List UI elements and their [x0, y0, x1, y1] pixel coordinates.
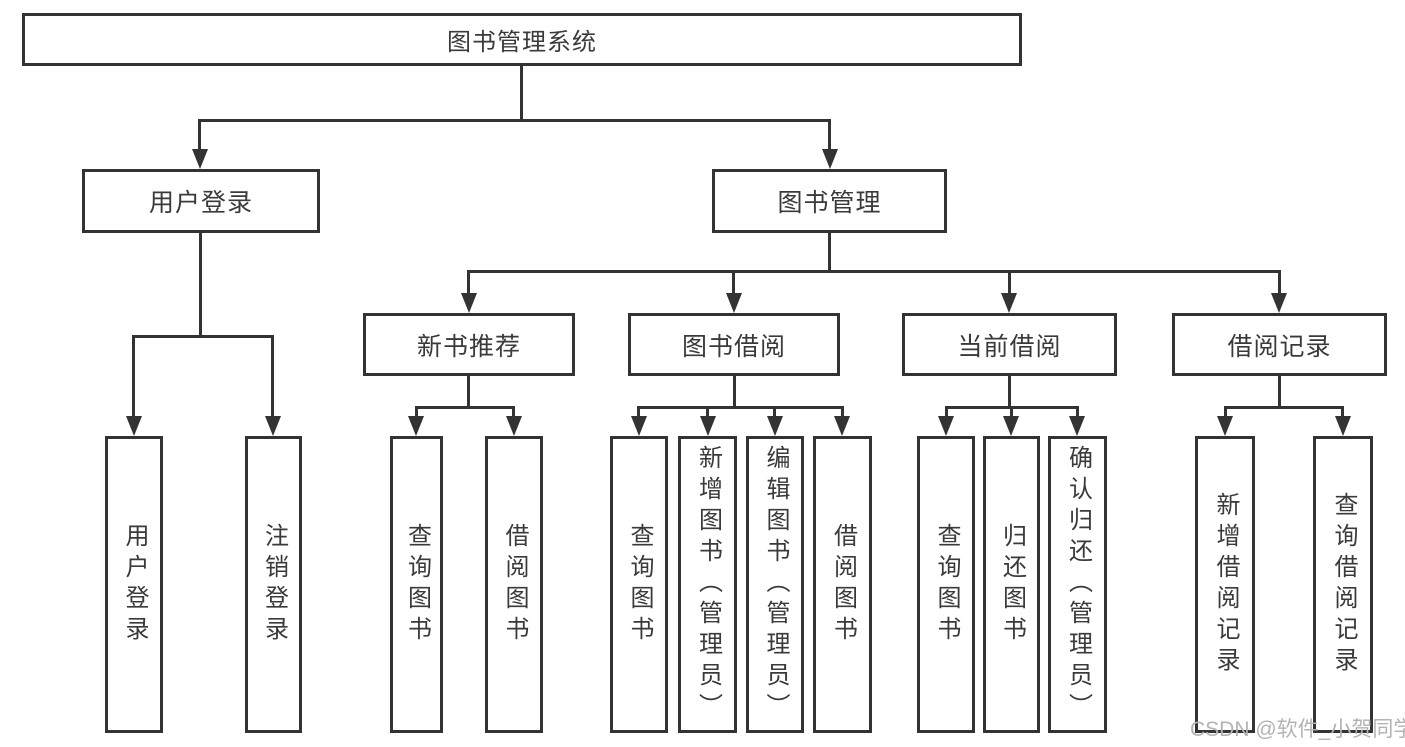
connector-newbook-hline [415, 406, 515, 409]
connector-stem [1224, 406, 1227, 417]
connector-borrowrecord-hline [1224, 406, 1344, 409]
connector-borrowrecord-vline [1278, 376, 1281, 407]
arrow-down-icon [1003, 416, 1019, 436]
arrow-down-icon [1001, 293, 1017, 313]
connector-newbook-vline [467, 376, 470, 407]
connector-stem [512, 406, 515, 417]
leaf-newbook-borrow-books: 借阅图书 [485, 436, 543, 733]
arrow-down-icon [767, 416, 783, 436]
node-root: 图书管理系统 [22, 13, 1022, 66]
leaf-user-login: 用户登录 [105, 436, 163, 733]
arrow-down-icon [834, 416, 850, 436]
arrow-down-icon [938, 416, 954, 436]
connector-stem-bookborrow [732, 270, 735, 294]
connector-root-vline [520, 66, 523, 120]
connector-stem-leaf-user-login [132, 335, 135, 417]
node-user-login: 用户登录 [82, 169, 320, 233]
connector-stem-currentborrow [1008, 270, 1011, 294]
connector-stem [773, 406, 776, 417]
connector-stem-leaf-logout [271, 335, 274, 417]
arrow-down-icon [631, 416, 647, 436]
leaf-current-confirm-return-admin: 确认归还（管理员） [1048, 436, 1107, 733]
node-borrow-records: 借阅记录 [1172, 313, 1387, 376]
node-current-borrow: 当前借阅 [902, 313, 1117, 376]
arrow-down-icon [408, 416, 424, 436]
connector-stem [706, 406, 709, 417]
connector-currentborrow-vline [1008, 376, 1011, 407]
leaf-borrow-add-books-admin: 新增图书（管理员） [678, 436, 737, 733]
connector-stem [415, 406, 418, 417]
node-book-management: 图书管理 [712, 169, 947, 233]
connector-stem [1341, 406, 1344, 417]
connector-userlogin-hline [133, 335, 273, 338]
leaf-record-query-borrow-record: 查询借阅记录 [1313, 436, 1373, 733]
connector-bookborrow-vline [733, 376, 736, 407]
leaf-current-return-books: 归还图书 [983, 436, 1040, 733]
leaf-logout: 注销登录 [245, 436, 302, 733]
arrow-down-icon [700, 416, 716, 436]
arrow-down-icon [126, 416, 142, 436]
leaf-borrow-query-books: 查询图书 [610, 436, 668, 733]
node-book-borrow: 图书借阅 [628, 313, 840, 376]
arrow-down-icon [1335, 416, 1351, 436]
leaf-record-add-borrow-record: 新增借阅记录 [1195, 436, 1255, 733]
leaf-borrow-edit-books-admin: 编辑图书（管理员） [746, 436, 804, 733]
connector-stem-user-login [198, 119, 201, 151]
connector-stem [1076, 406, 1079, 417]
connector-stem [637, 406, 640, 417]
connector-stem [1010, 406, 1013, 417]
connector-userlogin-vline [199, 233, 202, 336]
arrow-down-icon [506, 416, 522, 436]
connector-root-hline [198, 119, 831, 122]
connector-stem [945, 406, 948, 417]
leaf-current-query-books: 查询图书 [917, 436, 975, 733]
connector-stem-borrowrecord [1278, 270, 1281, 294]
connector-bookmgmt-hline [468, 270, 1281, 273]
connector-stem [841, 406, 844, 417]
arrow-down-icon [822, 149, 838, 169]
csdn-watermark: CSDN @软件_小贺同学 [1190, 718, 1405, 741]
connector-stem-newbook [467, 270, 470, 294]
arrow-down-icon [1217, 416, 1233, 436]
node-new-book-recommend: 新书推荐 [363, 313, 575, 376]
connector-bookmgmt-vline [828, 233, 831, 271]
arrow-down-icon [265, 416, 281, 436]
arrow-down-icon [461, 293, 477, 313]
arrow-down-icon [1069, 416, 1085, 436]
leaf-borrow-borrow-books: 借阅图书 [813, 436, 872, 733]
arrow-down-icon [1271, 293, 1287, 313]
arrow-down-icon [726, 293, 742, 313]
leaf-newbook-query-books: 查询图书 [390, 436, 443, 733]
arrow-down-icon [192, 149, 208, 169]
connector-bookborrow-hline [637, 406, 844, 409]
connector-stem-book-mgmt [828, 119, 831, 151]
